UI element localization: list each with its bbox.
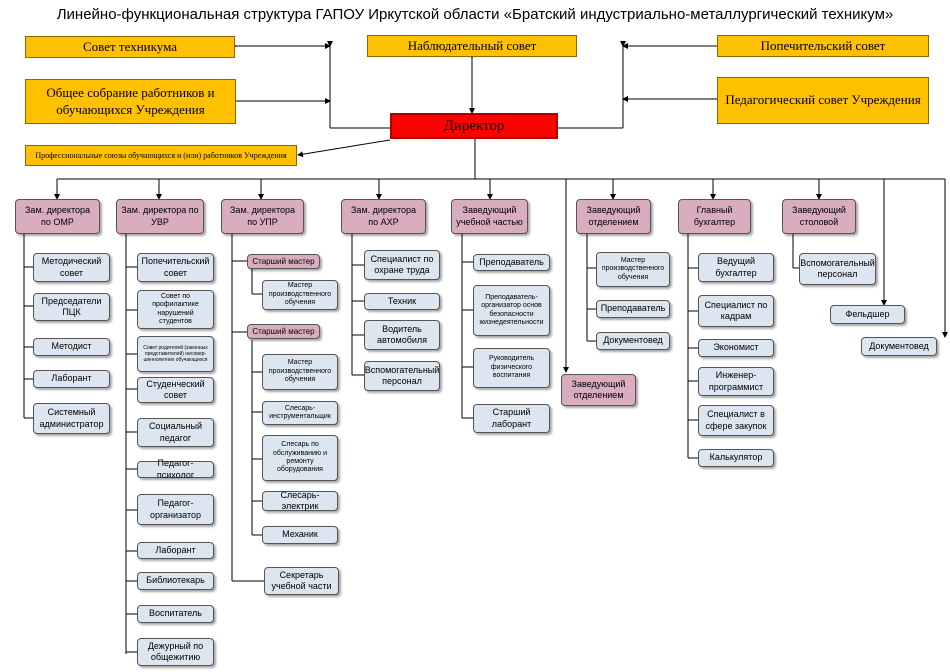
accounting-item: Экономист bbox=[698, 339, 774, 357]
supervisory-board-box: Наблюдательный совет bbox=[367, 35, 577, 57]
ahr-item: Специалист по охране труда bbox=[364, 250, 440, 280]
ahr-item: Водитель автомобиля bbox=[364, 320, 440, 350]
records-clerk-box: Документовед bbox=[861, 337, 937, 356]
accounting-item: Инженер-программист bbox=[698, 367, 774, 396]
uvr-item: Попечительский совет bbox=[137, 253, 214, 282]
ahr-item: Вспомогательный персонал bbox=[364, 361, 440, 391]
study-item: Преподаватель-организатор основ безопасн… bbox=[473, 285, 550, 336]
uvr-item: Воспитатель bbox=[137, 605, 214, 623]
council-box: Совет техникума bbox=[25, 36, 235, 58]
omr-item: Лаборант bbox=[33, 370, 110, 388]
uvr-item: Совет по профилактике нарушений студенто… bbox=[137, 290, 214, 329]
dept-head-department-2: Заведующий отделением bbox=[561, 374, 636, 406]
omr-item: Методист bbox=[33, 338, 110, 356]
director-box: Директор bbox=[390, 113, 558, 139]
dept-head-study: Заведующий учебной частью bbox=[451, 199, 528, 234]
dept-head-uvr: Зам. директора по УВР bbox=[116, 199, 204, 234]
upr-secretary: Секретарь учебной части bbox=[264, 567, 339, 595]
omr-item: Методический совет bbox=[33, 253, 110, 282]
uvr-item: Педагог-психолог bbox=[137, 458, 214, 480]
study-item: Преподаватель bbox=[473, 254, 550, 271]
upr-master2-item: Механик bbox=[262, 526, 338, 544]
uvr-item: Библиотекарь bbox=[137, 572, 214, 590]
uvr-item: Дежурный по общежитию bbox=[137, 638, 214, 666]
dept-head-accounting: Главный бухгалтер bbox=[678, 199, 751, 234]
dept1-item: Документовед bbox=[596, 332, 670, 350]
uvr-item: Педагог-организатор bbox=[137, 494, 214, 525]
accounting-item: Калькулятор bbox=[698, 449, 774, 467]
senior-master-2: Старший мастер bbox=[247, 324, 320, 339]
upr-master2-item: Слесарь-инструментальщик bbox=[262, 401, 338, 425]
uvr-item: Совет родителей (законных представителей… bbox=[137, 336, 214, 372]
study-item: Руководитель физического воспитания bbox=[473, 348, 550, 388]
omr-item: Председатели ПЦК bbox=[33, 293, 110, 321]
unions-box: Профессиональные союзы обучающихся и (ил… bbox=[25, 145, 297, 166]
dept-head-upr: Зам. директора по УПР bbox=[221, 199, 304, 234]
accounting-item: Специалист в сфере закупок bbox=[698, 405, 774, 436]
dept-head-department-1: Заведующий отделением bbox=[576, 199, 651, 234]
omr-item: Системный администратор bbox=[33, 403, 110, 434]
general-meeting-box: Общее собрание работников и обучающихся … bbox=[25, 79, 236, 124]
paramedic-box: Фельдшер bbox=[830, 305, 905, 324]
canteen-item: Вспомогательный персонал bbox=[799, 253, 876, 285]
dept-head-omr: Зам. директора по ОМР bbox=[15, 199, 100, 234]
accounting-item: Ведущий бухгалтер bbox=[698, 253, 774, 282]
upr-master1-item: Мастер производственного обучения bbox=[262, 280, 338, 310]
pedagogical-council-box: Педагогический совет Учреждения bbox=[717, 77, 929, 124]
dept1-item: Мастер производственного обучения bbox=[596, 252, 670, 287]
accounting-item: Специалист по кадрам bbox=[698, 295, 774, 327]
study-item: Старший лаборант bbox=[473, 404, 550, 433]
upr-master2-item: Мастер производственного обучения bbox=[262, 354, 338, 390]
upr-master2-item: Слесарь по обслуживанию и ремонту оборуд… bbox=[262, 435, 338, 481]
dept-head-canteen: Заведующий столовой bbox=[782, 199, 856, 234]
dept-head-ahr: Зам. директора по АХР bbox=[341, 199, 426, 234]
uvr-item: Социальный педагог bbox=[137, 418, 214, 447]
uvr-item: Лаборант bbox=[137, 542, 214, 559]
upr-master2-item: Слесарь-электрик bbox=[262, 490, 338, 511]
trustee-board-box: Попечительский совет bbox=[717, 35, 929, 57]
dept1-item: Преподаватель bbox=[596, 300, 670, 318]
ahr-item: Техник bbox=[364, 293, 440, 310]
uvr-item: Студенческий совет bbox=[137, 377, 214, 403]
chart-title: Линейно-функциональная структура ГАПОУ И… bbox=[56, 6, 894, 23]
senior-master-1: Старший мастер bbox=[247, 254, 320, 269]
